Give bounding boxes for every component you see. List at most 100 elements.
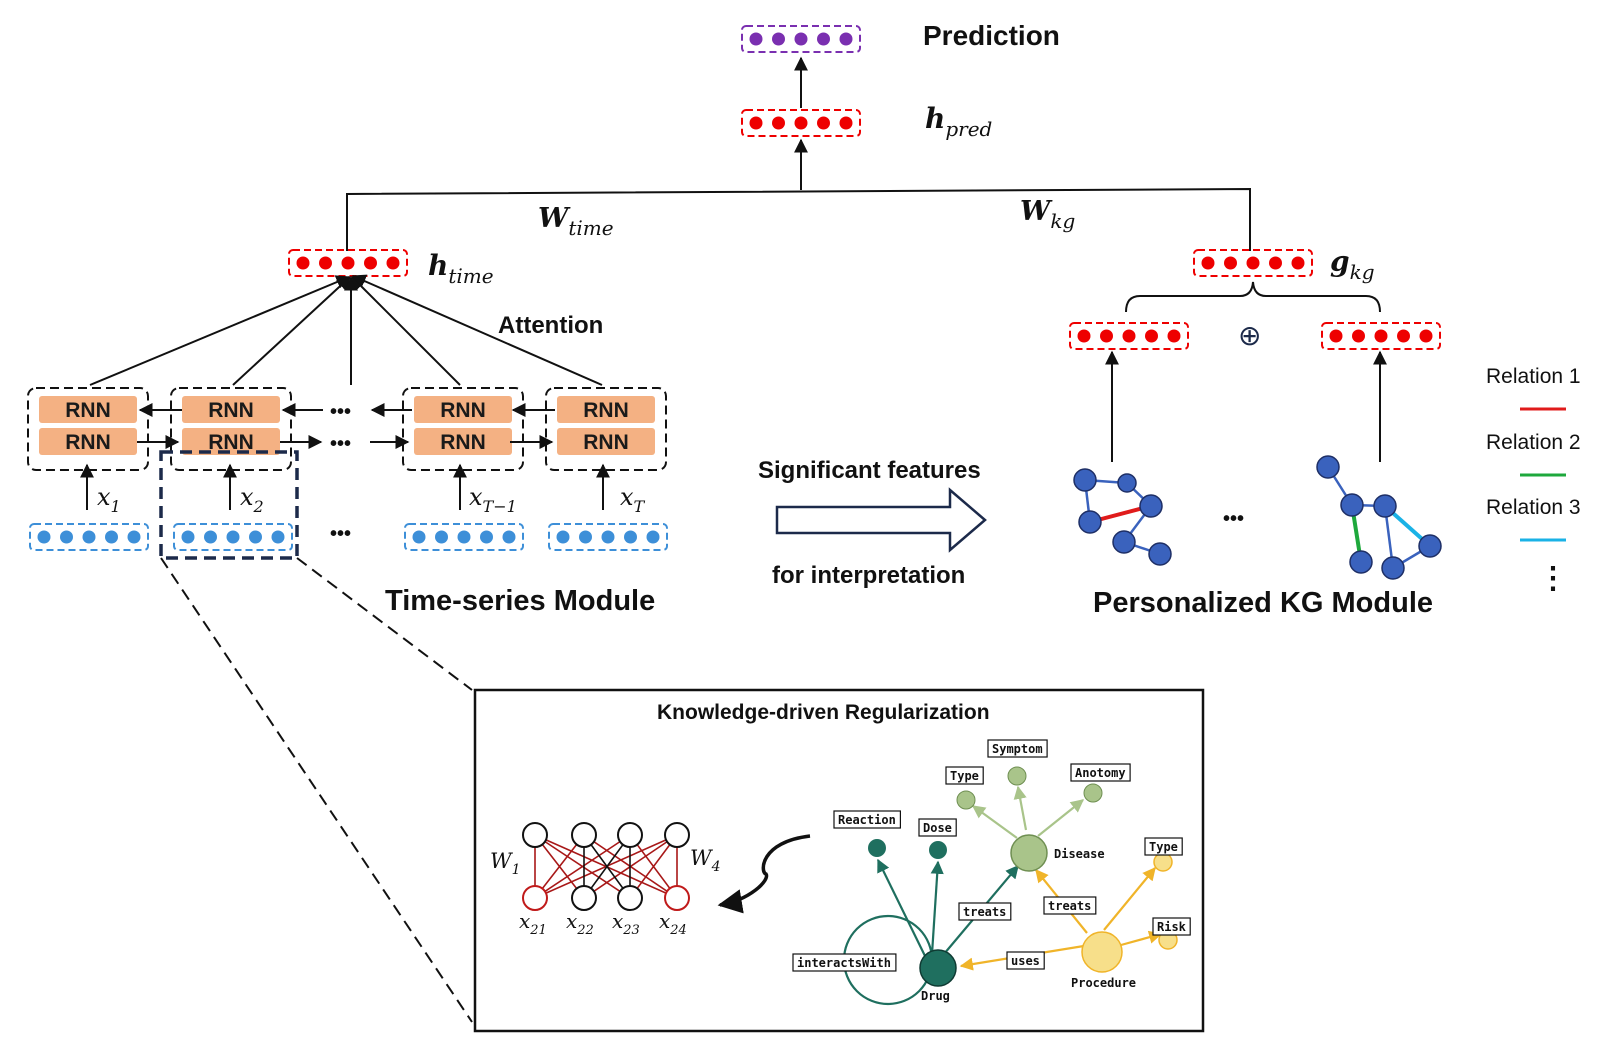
h-time-vector-dot bbox=[296, 256, 310, 270]
x2-highlight-box bbox=[159, 450, 299, 560]
svg-text:Dose: Dose bbox=[923, 821, 952, 835]
medical-knowledge-graph bbox=[842, 766, 1178, 1006]
kg-left-vector bbox=[1069, 322, 1189, 350]
symptom-node bbox=[1007, 766, 1027, 786]
input-ellipsis: ••• bbox=[330, 523, 351, 545]
prediction-vector-box bbox=[741, 25, 861, 53]
input-label-xT-1: xT−1 bbox=[469, 483, 517, 516]
input-vector-4-dot bbox=[646, 530, 660, 544]
concat-brace bbox=[1125, 281, 1381, 313]
rnn-block bbox=[39, 396, 137, 423]
svg-text:uses: uses bbox=[1011, 954, 1040, 968]
kg-right-vector bbox=[1321, 322, 1441, 350]
drug-node bbox=[919, 949, 957, 987]
input-vector-1-dot bbox=[82, 530, 96, 544]
merge-line bbox=[346, 187, 1251, 251]
kg-tag-type2: Type bbox=[1144, 837, 1183, 856]
input-vector-4 bbox=[548, 523, 668, 551]
h-time-vector bbox=[288, 249, 408, 277]
svg-text:Risk: Risk bbox=[1157, 920, 1187, 934]
dose-node bbox=[929, 841, 947, 859]
regularization-panel bbox=[473, 688, 1205, 1033]
svg-text:x22: x22 bbox=[566, 909, 594, 938]
significant-features-line2: for interpretation bbox=[772, 562, 965, 589]
input-vector-4-box bbox=[548, 523, 668, 551]
kg-graph-left bbox=[1073, 468, 1172, 566]
prediction-vector-dot bbox=[839, 32, 853, 46]
kg-right-vector-dot bbox=[1374, 329, 1388, 343]
prediction-vector-dot bbox=[749, 32, 763, 46]
prediction-vector bbox=[741, 25, 861, 53]
h-pred-vector-dot bbox=[839, 116, 853, 130]
kg-right-vector-dot bbox=[1352, 329, 1365, 343]
legend-relation-3-label: Relation 3 bbox=[1486, 496, 1581, 519]
anatomy-node bbox=[1083, 783, 1103, 803]
kg-tag-symptom: Symptom bbox=[987, 739, 1048, 758]
prediction-vector bbox=[741, 25, 861, 53]
input-vector-3-dot bbox=[502, 530, 516, 544]
input-labels: x1 x2 xT−1 xT bbox=[97, 483, 646, 516]
kg-left-vector-dot bbox=[1077, 329, 1091, 343]
input-vector-1 bbox=[29, 523, 149, 551]
input-vector-2-dot bbox=[181, 530, 195, 544]
rnn-block bbox=[557, 396, 655, 423]
h-pred-label: hpred bbox=[925, 102, 992, 141]
input-arrows bbox=[80, 463, 610, 510]
h-pred-vector-dot bbox=[794, 116, 808, 130]
rnn-label: RNN bbox=[440, 399, 486, 422]
h-pred-vector-box bbox=[741, 109, 861, 137]
h-time-vector-dot bbox=[319, 256, 332, 270]
reaction-node bbox=[868, 839, 886, 857]
input-vector-3-dot bbox=[412, 530, 426, 544]
type2-node bbox=[1153, 852, 1173, 872]
rnn-label: RNN bbox=[65, 431, 111, 454]
rnn-ellipsis-top: ••• bbox=[330, 401, 351, 423]
procedure-label: Procedure bbox=[1071, 976, 1136, 990]
rnn-label: RNN bbox=[208, 431, 254, 454]
kg-left-vector bbox=[1069, 322, 1189, 350]
legend-more: ⋮ bbox=[1538, 562, 1568, 595]
significant-features-line1: Significant features bbox=[758, 457, 981, 484]
w-time-label: Wtime bbox=[538, 203, 614, 240]
attention-label: Attention bbox=[498, 312, 603, 339]
svg-text:Reaction: Reaction bbox=[838, 813, 896, 827]
input-vector-1-dot bbox=[37, 530, 51, 544]
h-time-vector-box bbox=[288, 249, 408, 277]
kg-right-vector-dot bbox=[1329, 329, 1343, 343]
w-kg-label: Wkg bbox=[1020, 196, 1075, 233]
w4-label: W4 bbox=[690, 846, 721, 875]
input-vector-2-dot bbox=[204, 530, 217, 544]
input-vector-3-dot bbox=[480, 530, 493, 544]
time-series-module-title: Time-series Module bbox=[385, 585, 655, 617]
svg-text:interactsWith: interactsWith bbox=[797, 956, 891, 970]
kg-right-vector-dot bbox=[1419, 329, 1433, 343]
kg-tag-treats2: treats bbox=[1043, 896, 1097, 915]
rnn-block bbox=[414, 428, 512, 455]
kg-to-net-curved-arrow bbox=[717, 834, 811, 914]
input-vector-2-dot bbox=[271, 530, 285, 544]
prediction-vector-dot bbox=[794, 32, 808, 46]
input-vector-2-box bbox=[173, 523, 293, 551]
kg-tag-risk: Risk bbox=[1152, 917, 1191, 936]
legend-relation-1-label: Relation 1 bbox=[1486, 365, 1581, 388]
h-time-vector bbox=[288, 249, 408, 277]
rnn-label: RNN bbox=[440, 431, 486, 454]
rnn-block bbox=[557, 428, 655, 455]
recurrent-arrows bbox=[137, 403, 555, 449]
rnn-block bbox=[182, 396, 280, 423]
svg-text:treats: treats bbox=[963, 905, 1006, 919]
g-kg-label: gkg bbox=[1330, 245, 1375, 284]
h-time-vector-dot bbox=[386, 256, 400, 270]
input-vector-3-dot bbox=[435, 530, 448, 544]
kg-tag-uses: uses bbox=[1006, 951, 1045, 970]
drug-label: Drug bbox=[921, 989, 950, 1003]
rnn-label: RNN bbox=[65, 399, 111, 422]
svg-text:Type: Type bbox=[1149, 840, 1178, 854]
zoom-line-right bbox=[296, 557, 473, 691]
zoom-line-left bbox=[160, 557, 473, 1023]
disease-node bbox=[1010, 834, 1048, 872]
